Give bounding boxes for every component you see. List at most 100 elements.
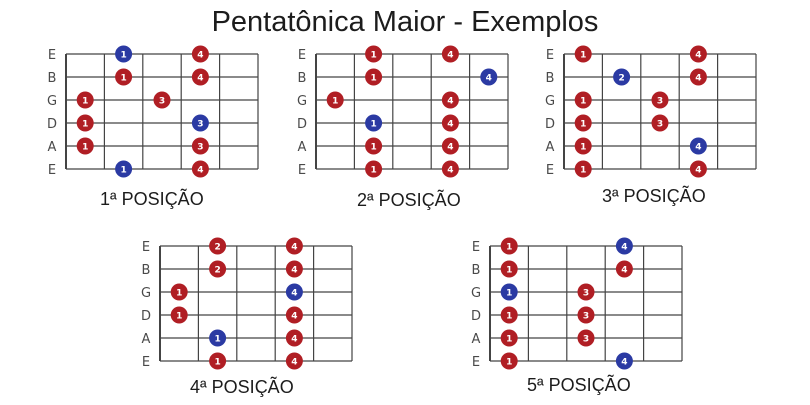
finger-dot-circle [577,329,595,347]
finger-dot: 4 [285,260,303,278]
finger-dot: 4 [441,160,459,178]
finger-number: 3 [583,311,589,321]
finger-dot: 4 [191,160,209,178]
finger-number: 4 [695,73,701,83]
finger-dot-circle [209,237,227,255]
finger-number: 1 [506,311,512,321]
finger-number: 1 [506,334,512,344]
finger-number: 1 [506,288,512,298]
finger-dot-circle [689,137,707,155]
finger-number: 4 [291,311,297,321]
finger-number: 4 [695,142,701,152]
finger-number: 1 [580,165,586,175]
finger-dot: 2 [209,260,227,278]
finger-dot-circle [689,68,707,86]
finger-dot: 4 [480,68,498,86]
finger-dot: 1 [209,352,227,370]
caption-pos2: 2ª POSIÇÃO [357,190,461,210]
finger-dot-circle [115,160,133,178]
finger-number: 1 [506,357,512,367]
finger-number: 1 [506,265,512,275]
string-label: A [298,140,307,155]
finger-dot-circle [615,352,633,370]
finger-dot: 1 [500,283,518,301]
finger-number: 1 [120,165,126,175]
finger-number: 1 [120,73,126,83]
finger-number: 1 [580,50,586,60]
finger-dot-circle [191,45,209,63]
finger-number: 4 [447,119,453,129]
finger-dot: 1 [500,352,518,370]
finger-number: 3 [197,119,203,129]
finger-dot: 3 [577,306,595,324]
finger-dot-circle [170,306,188,324]
finger-dot-circle [574,45,592,63]
string-label: E [472,240,480,255]
finger-dot-circle [574,91,592,109]
finger-dot: 4 [441,91,459,109]
finger-dot-circle [191,68,209,86]
finger-dot-circle [615,260,633,278]
finger-dot: 1 [115,160,133,178]
finger-number: 4 [291,357,297,367]
finger-dot-circle [651,114,669,132]
string-label: G [471,286,481,301]
finger-number: 4 [447,165,453,175]
string-label: E [298,48,306,63]
finger-number: 4 [621,265,627,275]
finger-dot-circle [365,160,383,178]
finger-number: 4 [695,165,701,175]
finger-dot: 1 [115,68,133,86]
finger-dot-circle [209,329,227,347]
finger-number: 3 [159,96,165,106]
finger-number: 1 [580,119,586,129]
finger-number: 3 [583,334,589,344]
finger-dot: 1 [574,137,592,155]
finger-dot: 1 [500,237,518,255]
finger-number: 3 [657,119,663,129]
string-label: E [298,163,306,178]
finger-dot: 1 [76,137,94,155]
finger-dot: 1 [365,160,383,178]
caption-pos4: 4ª POSIÇÃO [190,377,294,397]
string-label: A [142,332,151,347]
string-label: E [546,48,554,63]
finger-dot-circle [651,91,669,109]
finger-dot-circle [441,91,459,109]
finger-dot-circle [441,137,459,155]
finger-dot-circle [613,68,631,86]
finger-dot: 4 [689,45,707,63]
finger-dot: 2 [613,68,631,86]
finger-dot-circle [500,237,518,255]
finger-dot-circle [365,45,383,63]
finger-number: 1 [370,50,376,60]
string-label: D [141,309,151,324]
finger-number: 1 [82,119,88,129]
string-label: D [471,309,481,324]
string-label: G [141,286,151,301]
finger-dot-circle [76,91,94,109]
finger-dot: 4 [285,352,303,370]
finger-dot-circle [115,68,133,86]
finger-number: 4 [291,288,297,298]
finger-dot-circle [209,260,227,278]
finger-dot-circle [365,137,383,155]
string-label: E [48,163,56,178]
finger-dot: 4 [285,237,303,255]
finger-dot: 4 [285,306,303,324]
finger-dot-circle [577,283,595,301]
finger-dot: 1 [170,306,188,324]
string-label: G [297,94,307,109]
finger-dot: 1 [170,283,188,301]
finger-dot-circle [209,352,227,370]
finger-dot: 3 [153,91,171,109]
finger-number: 1 [214,357,220,367]
finger-dot: 4 [615,260,633,278]
finger-number: 3 [657,96,663,106]
finger-dot: 1 [574,91,592,109]
string-label: E [472,355,480,370]
finger-number: 1 [580,142,586,152]
